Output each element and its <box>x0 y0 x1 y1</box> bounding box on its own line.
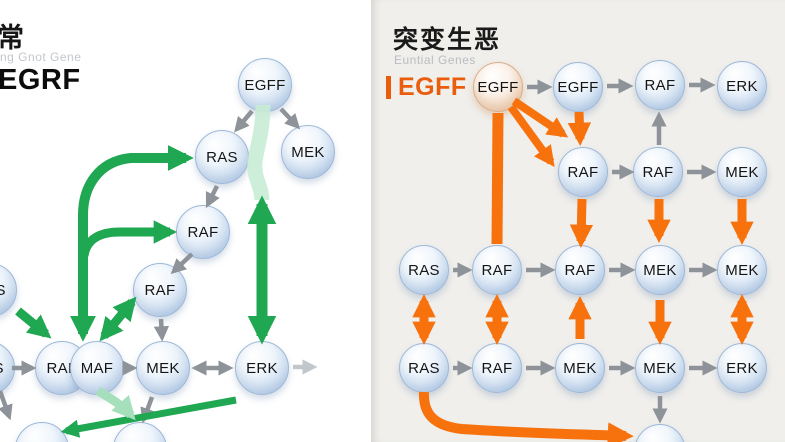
right-gene-heading-label: EGFF <box>398 73 467 101</box>
node-mek: MEK <box>136 341 190 395</box>
node-mek: MEK <box>281 125 335 179</box>
left-gene-heading: EGRF <box>0 64 81 96</box>
node-raf: RAF <box>176 205 230 259</box>
node-ras: RAS <box>195 130 249 184</box>
node-egff: EGFF <box>553 62 603 112</box>
left-title-cjk: 常 <box>0 23 26 53</box>
node-egff: EGFF <box>473 62 523 112</box>
arrow-gray <box>205 184 220 209</box>
node-erk: ERK <box>717 343 767 393</box>
node-erk: ERK <box>717 61 767 111</box>
right-gene-heading: EGFF <box>386 73 467 102</box>
node-raf: RAF <box>633 147 683 197</box>
node-erk: ERK <box>235 341 289 395</box>
node-raf: RAF <box>472 245 522 295</box>
node-mek: MEK <box>717 147 767 197</box>
node-maf: MAF <box>70 341 124 395</box>
node-raf: RAF <box>133 263 187 317</box>
node-ras: RAS <box>399 343 449 393</box>
arrow-gray <box>153 318 170 342</box>
node-raf: RAF <box>558 147 608 197</box>
right-title-cjk: 突变生恶 <box>393 26 502 54</box>
node-ras: RAS <box>0 341 15 395</box>
arrow-green <box>99 296 137 342</box>
arrow-gray <box>279 107 301 130</box>
orange-accent-bar <box>386 76 391 99</box>
node-mek: MEK <box>555 343 605 393</box>
arrow-pale2 <box>95 387 136 421</box>
right-subtitle: Euntial Genes <box>394 53 476 67</box>
arrow-gray <box>0 390 13 421</box>
node-ras: RAS <box>0 263 17 317</box>
node-raf: RAF <box>635 60 685 110</box>
node-egff: EGFF <box>238 58 292 112</box>
node-ras: RAS <box>399 245 449 295</box>
arrow-green <box>79 220 178 257</box>
node-raf: RAF <box>555 245 605 295</box>
node-mek: MEK <box>635 343 685 393</box>
node-mek: MEK <box>717 245 767 295</box>
arrow-green <box>15 307 52 339</box>
node-mek: MEK <box>635 245 685 295</box>
arrow-gray <box>234 109 254 133</box>
arrow-gray <box>140 396 155 424</box>
left-subtitle: ting Gnot Gene <box>0 50 82 64</box>
node-eck: ECK <box>15 422 69 442</box>
node-erk: ERK <box>113 422 167 442</box>
arrow-pale <box>247 104 271 201</box>
node-raf: RAF <box>472 343 522 393</box>
